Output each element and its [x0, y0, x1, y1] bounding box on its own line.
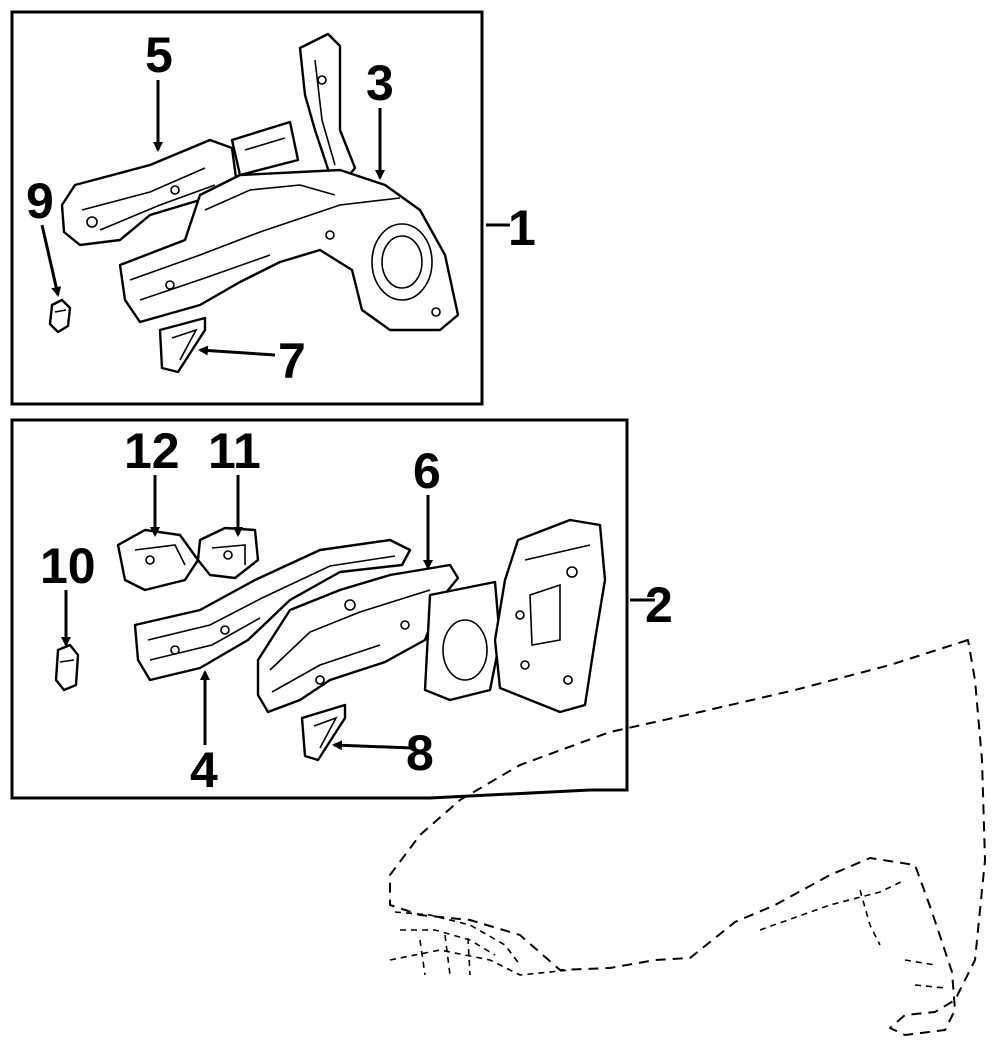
callout-11: 11 — [208, 423, 261, 479]
part-4-frame-rail — [133, 538, 412, 682]
leader-7 — [198, 345, 276, 357]
callout-6: 6 — [413, 443, 441, 499]
leader-9 — [40, 224, 62, 297]
fender-outline — [389, 639, 986, 1036]
side-rear-panel — [493, 518, 607, 714]
part-12-bracket — [116, 528, 200, 592]
part-3-apron-rail — [118, 168, 460, 332]
callout-9: 9 — [26, 173, 54, 229]
part-10-fastener — [54, 643, 80, 692]
wheelhouse-panel — [423, 580, 502, 702]
callout-4: 4 — [190, 742, 218, 798]
part-5-apron-reinforcement — [60, 138, 238, 247]
callout-2: 2 — [645, 577, 673, 633]
callout-7: 7 — [278, 333, 306, 389]
leader-8 — [332, 740, 413, 751]
callout-12: 12 — [124, 423, 180, 479]
lower-assembly-group — [10, 418, 655, 800]
part-11-bracket — [196, 526, 260, 580]
callout-10: 10 — [40, 538, 96, 594]
upper-bracket — [230, 120, 300, 177]
callout-1: 1 — [508, 200, 536, 256]
upper-upright-panel — [298, 32, 357, 182]
callout-5: 5 — [145, 27, 173, 83]
part-7-gusset — [158, 316, 207, 374]
part-8-gusset — [300, 703, 347, 762]
part-9-fastener — [48, 298, 72, 334]
upper-group-box — [10, 10, 484, 406]
callout-3: 3 — [366, 55, 394, 111]
lower-group-box — [10, 418, 629, 800]
callout-8: 8 — [406, 725, 434, 781]
upper-assembly-group — [10, 10, 510, 406]
